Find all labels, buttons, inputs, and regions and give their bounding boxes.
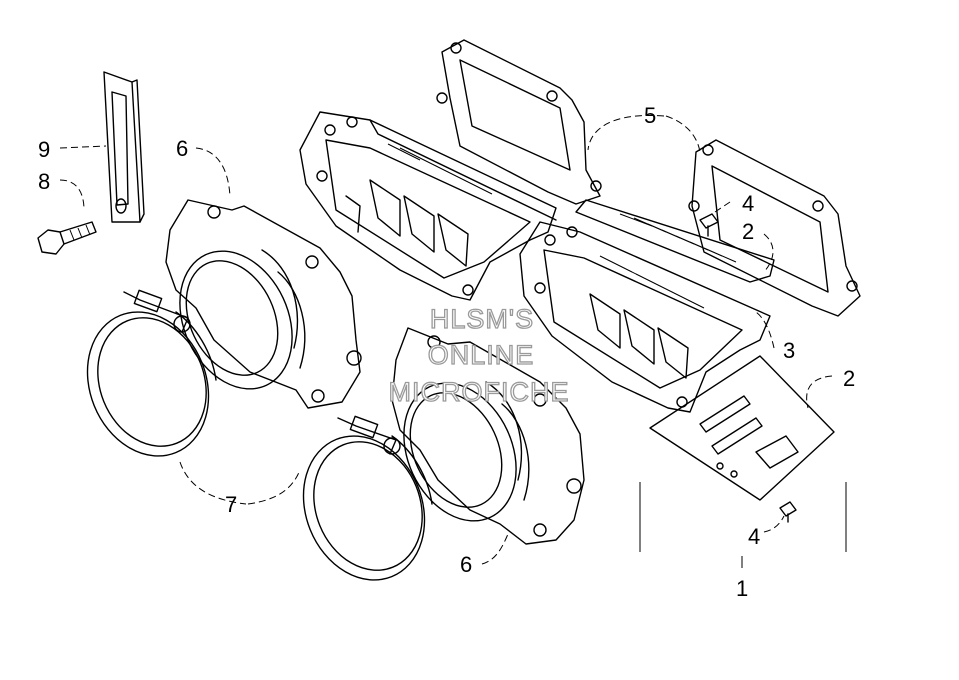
part-1-upper-reed-cage <box>299 111 557 301</box>
callout-1: 1 <box>736 576 748 601</box>
watermark-line-3: MICROFICHE <box>389 377 570 407</box>
part-9-gasket-plate <box>103 71 145 223</box>
callout-3: 3 <box>783 338 795 363</box>
callout-4-upper: 4 <box>742 191 754 216</box>
watermark: HLSM'S ONLINE MICROFICHE <box>388 303 570 407</box>
callouts: 9 8 6 5 4 2 3 2 7 4 6 1 <box>38 103 855 601</box>
callout-2-lower: 2 <box>843 366 855 391</box>
callout-2-upper: 2 <box>742 219 754 244</box>
part-7-upper-clamp <box>86 289 217 457</box>
leader-lines <box>59 114 833 565</box>
part-6-upper-flange <box>165 199 362 409</box>
part-5-gasket-upper <box>436 39 602 205</box>
part-6-lower-flange <box>391 327 585 545</box>
callout-6-upper: 6 <box>176 136 188 161</box>
watermark-line-1: HLSM'S <box>430 304 534 334</box>
part-7-lower-clamp <box>302 415 433 581</box>
callout-5: 5 <box>644 103 656 128</box>
part-2-upper-reed <box>575 199 775 283</box>
callout-7: 7 <box>225 492 237 517</box>
part-2-lower-plate <box>649 355 835 501</box>
callout-8: 8 <box>38 169 50 194</box>
callout-4-lower: 4 <box>748 524 760 549</box>
part-5-gasket-lower <box>688 139 861 317</box>
watermark-line-2: ONLINE <box>428 340 535 370</box>
item-1-bracket <box>639 482 847 568</box>
callout-9: 9 <box>38 137 50 162</box>
part-1-lower-reed-cage <box>519 221 771 413</box>
part-4-screw-lower <box>779 501 797 523</box>
part-4-screw-upper <box>699 213 719 237</box>
part-8-bolt <box>37 221 97 255</box>
callout-6-lower: 6 <box>460 552 472 577</box>
